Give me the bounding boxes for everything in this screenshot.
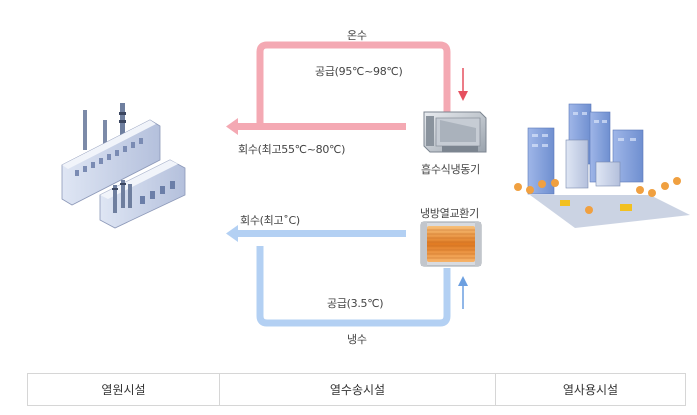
hot-water-loop [226, 41, 468, 135]
heat-exchanger-label: 냉방열교환기 [420, 207, 479, 220]
facility-category-table: 열원시설 열수송시설 열사용시설 [27, 373, 686, 406]
cold-supply-arrowhead [458, 276, 468, 286]
cold-supply-pipe [256, 246, 451, 327]
cold-supply-label: 공급(3.5℃) [327, 297, 384, 310]
hot-return-label: 회수(최고55℃~80℃) [238, 143, 346, 156]
hot-supply-arrowhead [458, 91, 468, 101]
factory-illustration [61, 103, 186, 229]
heat-use-facility-cell: 열사용시설 [562, 383, 619, 397]
cold-return-pipe [236, 230, 406, 237]
city-illustration [514, 103, 690, 228]
heat-source-facility-cell: 열원시설 [28, 374, 220, 405]
cold-return-label: 회수(최고˚C) [240, 214, 300, 227]
hot-supply-label: 공급(95℃~98℃) [315, 65, 403, 78]
cold-water-loop-label: 냉수 [347, 333, 367, 346]
hot-supply-pipe [256, 41, 451, 126]
heat-transport-facility-cell: 열수송시설 [220, 374, 496, 405]
heat-exchanger-icon [420, 221, 482, 267]
absorption-chiller-icon [423, 111, 487, 153]
cold-water-loop [226, 225, 468, 327]
hot-return-pipe [236, 123, 406, 130]
absorption-chiller-label: 흡수식냉동기 [421, 163, 480, 176]
hot-return-arrowhead [226, 118, 238, 135]
hot-water-loop-label: 온수 [347, 29, 367, 42]
cold-return-arrowhead [226, 225, 238, 242]
